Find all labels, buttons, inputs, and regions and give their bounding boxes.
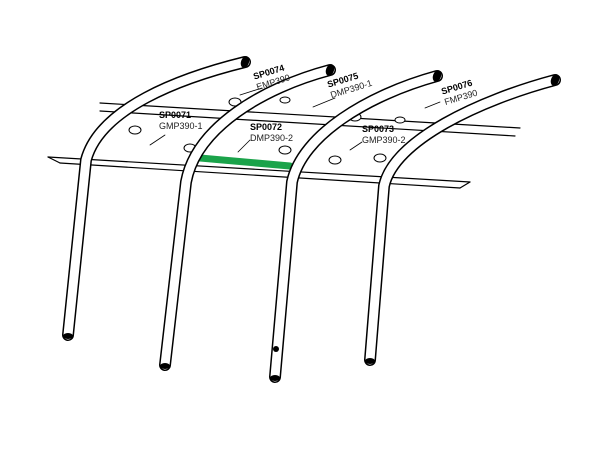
part-code: SP0071 [159,110,192,120]
part-code: SP0073 [362,124,395,134]
arch-2 [159,64,336,371]
part-name: GMP390-1 [159,121,203,131]
arch-3 [269,70,443,383]
arch-4 [364,74,561,366]
leader-lines [149,87,441,153]
highlighted-crossbar-sp0072[interactable] [196,154,294,170]
part-code: SP0072 [250,122,283,132]
arch-1 [62,56,251,341]
part-name: GMP390-2 [362,135,406,145]
front-crossbar [47,156,471,189]
part-name: DMP390-2 [250,133,294,143]
